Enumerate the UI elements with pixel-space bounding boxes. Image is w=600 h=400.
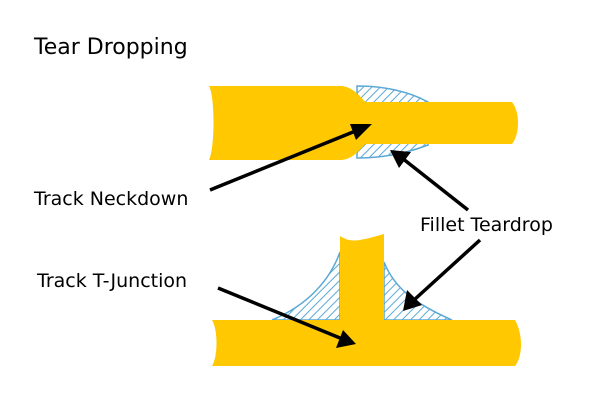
neckdown-wide-track (209, 86, 366, 160)
neckdown-arrow (209, 124, 372, 192)
t-junction-fillet-left (271, 251, 341, 321)
fillet-lower-arrow (403, 238, 482, 311)
neckdown-narrow-track (364, 102, 518, 144)
diagram-title: Tear Dropping (34, 35, 188, 60)
t-junction-vertical-track (340, 234, 384, 322)
t-junction-horizontal-track (212, 320, 521, 366)
t-junction-arrow (217, 286, 356, 348)
fillet-teardrop-label: Fillet Teardrop (420, 214, 553, 236)
t-junction-fillet-right (383, 261, 453, 321)
track-t-junction-label: Track T-Junction (37, 270, 188, 292)
callout-arrows (209, 124, 482, 348)
t-junction-example (212, 234, 521, 366)
fillet-upper-arrow (390, 150, 470, 212)
track-neckdown-label: Track Neckdown (34, 188, 189, 210)
neckdown-example (209, 85, 518, 160)
